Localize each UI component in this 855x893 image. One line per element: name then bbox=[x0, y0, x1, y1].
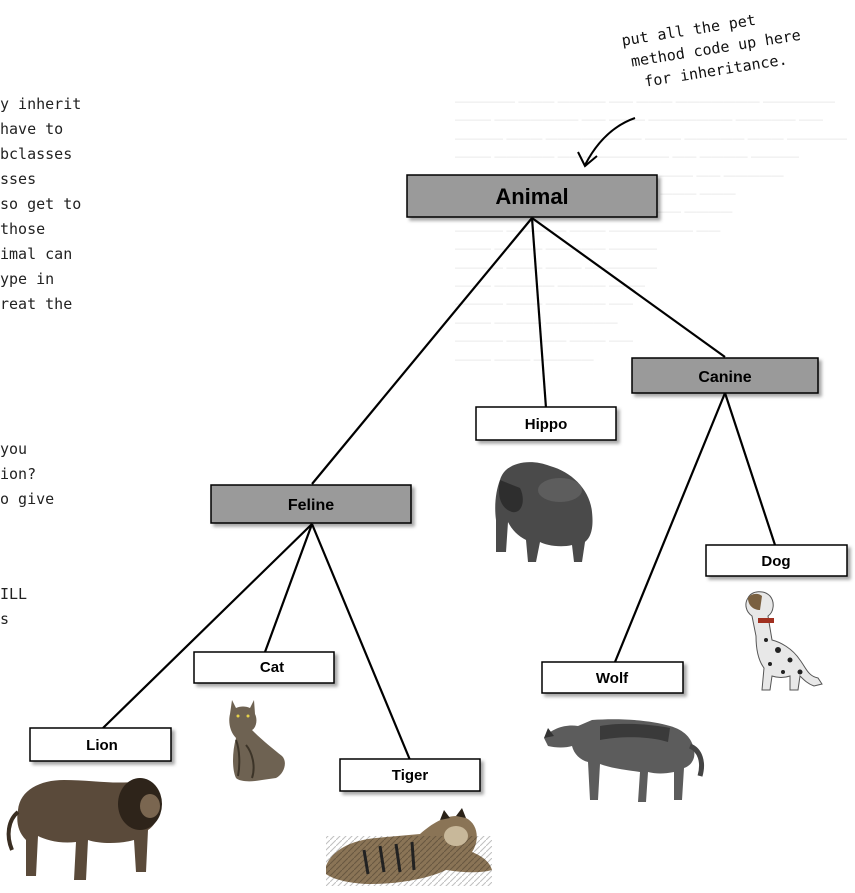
left-text-line: ILL bbox=[0, 585, 28, 603]
left-text-line: imal can bbox=[0, 245, 73, 263]
class-box-canine bbox=[631, 357, 819, 394]
tiger-image bbox=[326, 808, 492, 886]
wolf-image bbox=[544, 719, 705, 802]
class-box-lion bbox=[29, 727, 172, 762]
class-box-cat bbox=[193, 651, 335, 684]
class-label-feline: Feline bbox=[288, 497, 334, 514]
class-label-wolf: Wolf bbox=[596, 670, 629, 687]
edge-animal-canine bbox=[531, 217, 726, 358]
edge-canine-dog bbox=[723, 392, 777, 546]
hippo-image bbox=[495, 462, 593, 562]
left-text-line: o give bbox=[0, 490, 55, 508]
class-box-wolf bbox=[541, 661, 684, 694]
class-label-canine: Canine bbox=[698, 369, 751, 386]
class-label-animal: Animal bbox=[495, 184, 568, 209]
class-label-lion: Lion bbox=[86, 737, 118, 754]
left-text-line: have to bbox=[0, 120, 64, 138]
left-text-line: those bbox=[0, 220, 46, 238]
left-text-line: s bbox=[0, 610, 10, 628]
edge-animal-hippo bbox=[530, 217, 548, 409]
left-text-line: reat the bbox=[0, 295, 73, 313]
class-box-feline bbox=[210, 484, 412, 524]
left-text-line: y inherit bbox=[0, 95, 82, 113]
edge-feline-lion bbox=[102, 523, 313, 729]
left-text-line: ion? bbox=[0, 465, 37, 483]
class-box-hippo bbox=[475, 406, 617, 441]
left-text-line: so get to bbox=[0, 195, 82, 213]
edge-canine-wolf bbox=[613, 392, 727, 663]
left-text-line: ype in bbox=[0, 270, 55, 288]
annotation-arrowhead bbox=[577, 151, 598, 168]
class-label-dog: Dog bbox=[761, 553, 790, 570]
class-label-tiger: Tiger bbox=[392, 767, 429, 784]
class-box-animal bbox=[406, 174, 658, 218]
edge-animal-feline bbox=[311, 217, 533, 485]
class-box-tiger bbox=[339, 758, 481, 792]
edge-feline-cat bbox=[263, 523, 314, 653]
left-text-line: sses bbox=[0, 170, 37, 188]
class-label-cat: Cat bbox=[260, 659, 284, 676]
cat-image bbox=[229, 700, 285, 782]
lion-image bbox=[6, 778, 162, 880]
annotation-arrow bbox=[584, 117, 636, 166]
left-text-line: bclasses bbox=[0, 145, 73, 163]
class-box-dog bbox=[705, 544, 848, 577]
class-label-hippo: Hippo bbox=[525, 416, 568, 433]
left-text-line: you bbox=[0, 440, 28, 458]
dog-image bbox=[745, 591, 823, 691]
edge-feline-tiger bbox=[310, 523, 412, 761]
